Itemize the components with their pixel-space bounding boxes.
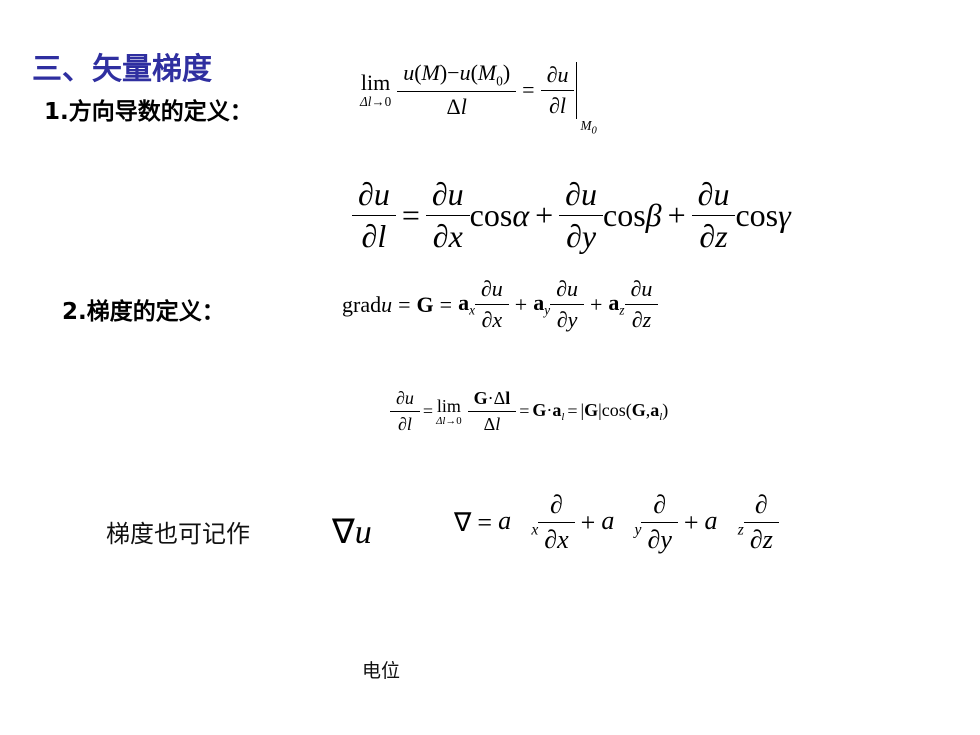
formula-gradient-definition: gradu=G= ax ∂u∂x + ay ∂u∂y + az ∂u∂z	[342, 276, 659, 333]
gradient-alt-caption: 梯度也可记作	[106, 520, 250, 548]
item-label-directional-derivative: 1.方向导数的定义：	[44, 99, 253, 125]
formula-nabla-u: ∇u	[332, 514, 372, 551]
item-label-gradient-definition: 2.梯度的定义：	[62, 299, 225, 325]
footer-note: 电位	[362, 660, 401, 682]
formula-nabla-operator: ∇= a⃗x ∂∂x + a⃗y ∂∂y + a⃗z ∂∂z	[454, 490, 779, 555]
formula-directional-derivative-cosines: ∂u∂l = ∂u∂x cosα + ∂u∂y cosβ + ∂u∂z cosγ	[352, 176, 791, 255]
section-title: 三、矢量梯度	[32, 52, 212, 87]
